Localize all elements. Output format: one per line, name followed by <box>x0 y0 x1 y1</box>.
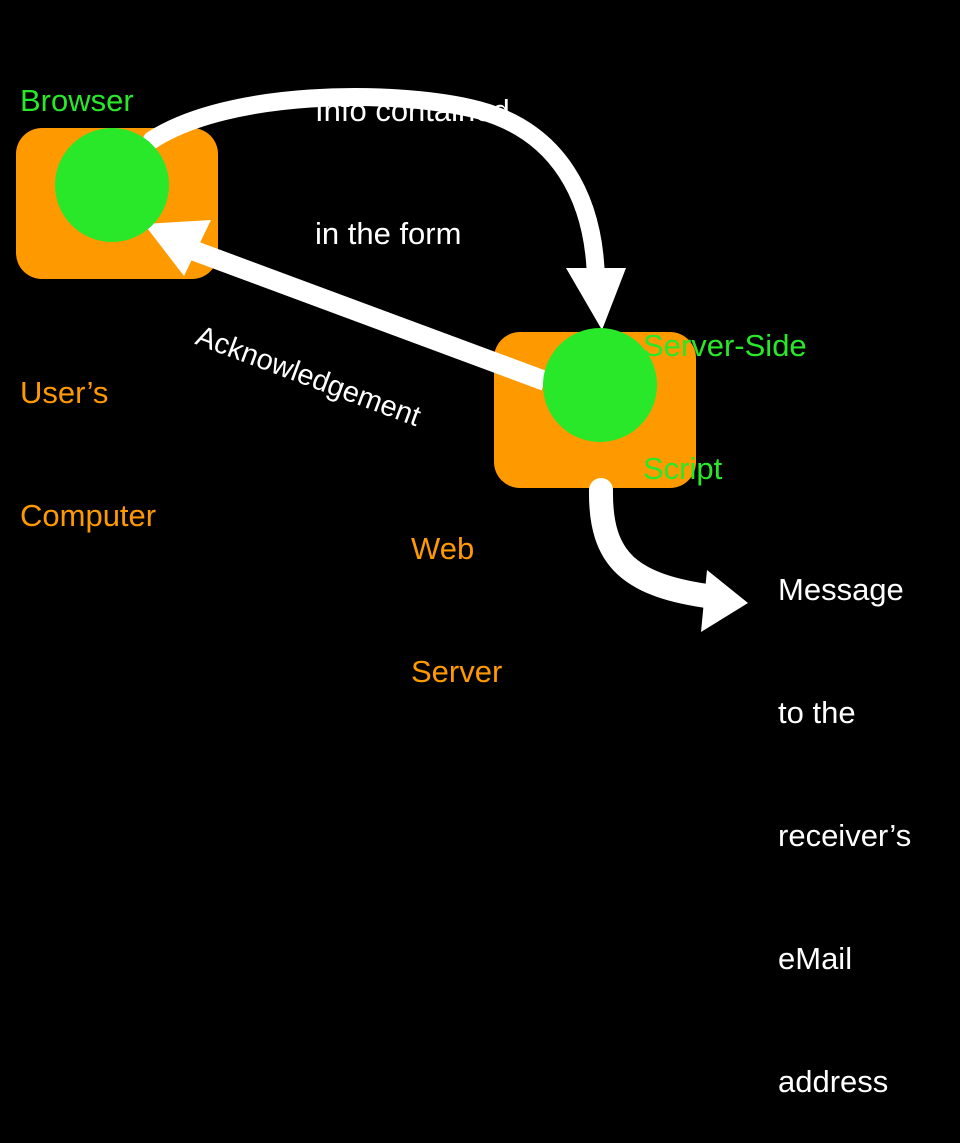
server-script-line2: Script <box>643 451 723 486</box>
email-message-line1: Message <box>778 572 904 607</box>
users-computer-line1: User’s <box>20 375 109 410</box>
email-message-label: Message to the receiver’s eMail address <box>778 487 911 1143</box>
form-info-arrowhead <box>566 268 626 330</box>
server-script-label: Server-Side Script <box>643 243 807 530</box>
form-info-line2: in the form <box>315 216 462 251</box>
acknowledgement-arrow <box>188 240 549 391</box>
users-computer-line2: Computer <box>20 498 157 533</box>
email-message-line5: address <box>778 1064 889 1099</box>
browser-circle <box>55 128 169 242</box>
diagram-canvas <box>16 88 748 632</box>
web-server-line1: Web <box>411 531 475 566</box>
email-message-line2: to the <box>778 695 856 730</box>
server-script-circle <box>543 328 657 442</box>
users-computer-label: User’s Computer <box>20 290 156 577</box>
form-info-label: Info contained in the form <box>315 8 510 295</box>
browser-label: Browser <box>20 83 134 118</box>
web-server-label: Web Server <box>411 446 502 733</box>
acknowledgement-arrowhead <box>144 220 211 276</box>
web-server-line2: Server <box>411 654 503 689</box>
email-message-line4: eMail <box>778 941 853 976</box>
form-info-arrow <box>143 88 605 291</box>
email-message-line3: receiver’s <box>778 818 912 853</box>
form-info-line1: Info contained <box>315 93 510 128</box>
email-arrow <box>588 478 726 609</box>
server-script-line1: Server-Side <box>643 328 807 363</box>
email-arrowhead <box>701 570 748 632</box>
